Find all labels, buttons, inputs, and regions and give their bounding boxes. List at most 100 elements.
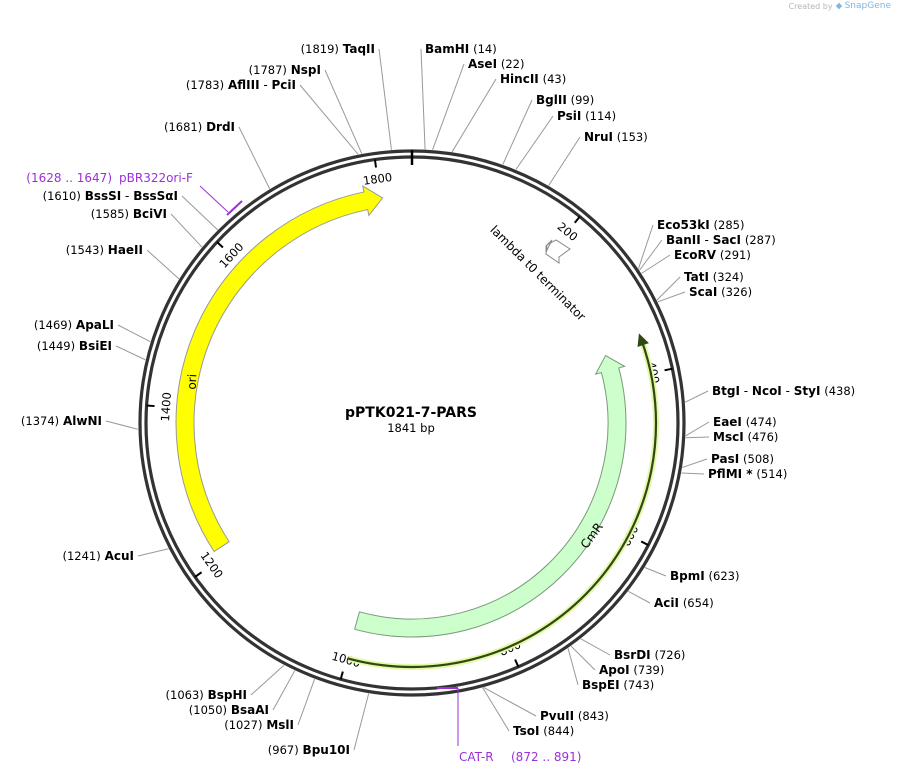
scale-tick-1200 xyxy=(194,571,203,578)
enzyme-site-ecorv[interactable]: EcoRV (291) xyxy=(641,248,751,274)
enzyme-site-asei[interactable]: AseI (22) xyxy=(432,57,525,150)
enzyme-name: BspEI xyxy=(582,678,620,692)
enzyme-name: BanII xyxy=(666,233,701,247)
enzyme-label: (1585) BciVI xyxy=(91,207,167,221)
enzyme-name: MslI xyxy=(266,718,294,732)
enzyme-leader-line xyxy=(324,69,363,154)
enzyme-name: BssSαI xyxy=(133,189,178,203)
terminator-arrow[interactable] xyxy=(545,239,571,264)
enzyme-site-msli[interactable]: (1027) MslI xyxy=(224,678,316,732)
enzyme-site-acui[interactable]: (1241) AcuI xyxy=(63,548,169,563)
enzyme-site-bcivi[interactable]: (1585) BciVI xyxy=(91,207,203,248)
enzyme-site-bpu10i[interactable]: (967) Bpu10I xyxy=(268,693,370,757)
enzyme-name: AciI xyxy=(654,596,679,610)
ori-arrow[interactable] xyxy=(175,185,384,553)
enzyme-site-tsoi[interactable]: TsoI (844) xyxy=(482,687,574,738)
feature-cmr[interactable]: CmR xyxy=(347,333,659,670)
enzyme-label: TatI (324) xyxy=(684,270,744,284)
enzyme-site-bsssi[interactable]: (1610) BssSI - BssSαI xyxy=(43,189,219,231)
enzyme-label: (1783) AflIII - PciI xyxy=(186,78,296,92)
enzyme-site-bsaai[interactable]: (1050) BsaAI xyxy=(189,670,296,717)
feature-ori[interactable]: ori xyxy=(175,185,384,553)
enzyme-leader-line xyxy=(299,84,359,155)
enzyme-site-bsphi[interactable]: (1063) BspHI xyxy=(166,664,285,702)
enzyme-label: (1374) AlwNI xyxy=(21,414,102,428)
enzyme-site-pflmi[interactable]: PflMI * (514) xyxy=(681,467,787,481)
enzyme-label: (1241) AcuI xyxy=(63,549,135,563)
enzyme-name: AseI xyxy=(468,57,497,71)
enzyme-site-psii[interactable]: PsiI (114) xyxy=(515,109,616,170)
plasmid-length: 1841 bp xyxy=(387,421,435,435)
enzyme-site-bspei[interactable]: BspEI (743) xyxy=(567,648,654,692)
enzyme-pos: (1610) xyxy=(43,189,81,203)
enzyme-site-msci[interactable]: MscI (476) xyxy=(685,430,779,444)
enzyme-site-bpmi[interactable]: BpmI (623) xyxy=(644,567,740,583)
enzyme-leader-line xyxy=(483,687,537,717)
enzyme-label: (1027) MslI xyxy=(224,718,294,732)
enzyme-site-btgi[interactable]: BtgI - NcoI - StyI (438) xyxy=(684,384,855,403)
plasmid-name: pPTK021-7-PARS xyxy=(345,405,477,421)
scale-tick-400 xyxy=(664,367,673,372)
enzyme-site-apoi[interactable]: ApoI (739) xyxy=(570,645,664,677)
enzyme-name: HincII xyxy=(500,72,539,86)
enzyme-leader-line xyxy=(637,224,654,269)
enzyme-name: HaeII xyxy=(108,243,143,257)
enzyme-site-bglii[interactable]: BglII (99) xyxy=(502,93,595,165)
enzyme-site-pasi[interactable]: PasI (508) xyxy=(682,452,774,468)
enzyme-name: BpmI xyxy=(670,569,705,583)
enzyme-leader-line xyxy=(685,421,710,437)
primer-pbr322ori-f-leader xyxy=(199,185,229,213)
primer-pbr322ori-f[interactable]: (1628 .. 1647) pBR322ori-F xyxy=(26,171,243,216)
primer-cat-r[interactable]: CAT-R (872 .. 891) xyxy=(437,687,581,764)
enzyme-label: BpmI (623) xyxy=(670,569,739,583)
enzyme-site-alwni[interactable]: (1374) AlwNI xyxy=(21,414,139,430)
enzyme-site-banii[interactable]: BanII - SacI (287) xyxy=(639,233,776,271)
enzyme-name: BsrDI xyxy=(614,648,651,662)
scale-tick-800 xyxy=(514,659,520,668)
enzyme-site-nspi[interactable]: (1787) NspI xyxy=(249,63,363,154)
enzyme-name: BspHI xyxy=(208,688,247,702)
enzyme-label: PflMI * (514) xyxy=(708,467,787,481)
enzyme-pos: (285) xyxy=(714,218,745,232)
cmr-arrow[interactable] xyxy=(354,354,627,638)
enzyme-pos: (508) xyxy=(743,452,774,466)
enzyme-pos: (739) xyxy=(633,663,664,677)
enzyme-pos: (1543) xyxy=(66,243,104,257)
enzyme-name: BsaAI xyxy=(231,703,269,717)
enzyme-site-afliii[interactable]: (1783) AflIII - PciI xyxy=(186,78,359,155)
enzyme-label: (1469) ApaLI xyxy=(34,318,114,332)
enzyme-site-tati[interactable]: TatI (324) xyxy=(656,270,744,301)
ori-label: ori xyxy=(185,374,200,390)
enzyme-site-drdi[interactable]: (1681) DrdI xyxy=(164,120,271,190)
enzyme-label: EaeI (474) xyxy=(713,415,777,429)
enzyme-site-haeii[interactable]: (1543) HaeII xyxy=(66,243,180,280)
enzyme-site-eco53ki[interactable]: Eco53kI (285) xyxy=(637,218,745,269)
enzyme-site-acii[interactable]: AciI (654) xyxy=(628,590,714,610)
enzyme-site-bsrdi[interactable]: BsrDI (726) xyxy=(580,638,686,662)
enzyme-site-scai[interactable]: ScaI (326) xyxy=(657,285,752,303)
enzyme-pos: (99) xyxy=(571,93,595,107)
enzyme-site-eaei[interactable]: EaeI (474) xyxy=(685,415,777,437)
enzyme-leader-line xyxy=(682,458,708,468)
enzyme-site-bamhi[interactable]: BamHI (14) xyxy=(420,42,497,150)
enzyme-label: AseI (22) xyxy=(468,57,524,71)
enzyme-site-apali[interactable]: (1469) ApaLI xyxy=(34,318,151,343)
enzyme-label: ApoI (739) xyxy=(599,663,664,677)
enzyme-label: AciI (654) xyxy=(654,596,714,610)
enzyme-site-taqii[interactable]: (1819) TaqII xyxy=(301,42,392,150)
enzyme-leader-line xyxy=(639,239,663,271)
enzyme-name: BssSI xyxy=(85,189,122,203)
enzyme-label: (1063) BspHI xyxy=(166,688,247,702)
enzyme-site-hincii[interactable]: HincII (43) xyxy=(451,72,566,153)
enzyme-label: ScaI (326) xyxy=(689,285,752,299)
enzyme-site-bsiei[interactable]: (1449) BsiEI xyxy=(37,339,146,361)
enzyme-site-irui[interactable]: NruI (153) xyxy=(548,130,648,186)
enzyme-label: BspEI (743) xyxy=(582,678,654,692)
enzyme-name: ApaLI xyxy=(76,318,114,332)
enzyme-site-pvuii[interactable]: PvuII (843) xyxy=(483,687,609,723)
enzyme-leader-line xyxy=(117,324,151,343)
enzyme-leader-line xyxy=(644,567,667,577)
enzyme-name: BsiEI xyxy=(79,339,112,353)
enzyme-label: (967) Bpu10I xyxy=(268,743,350,757)
enzyme-leader-line xyxy=(657,291,686,303)
